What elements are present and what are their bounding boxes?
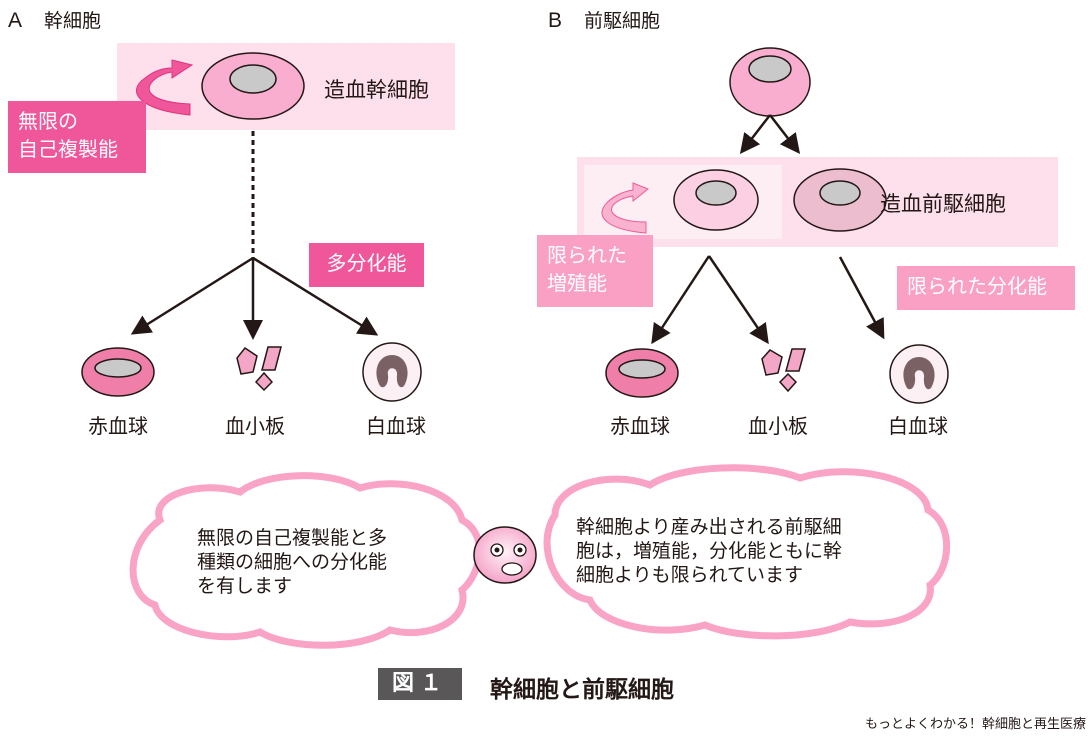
platelet-icon [236,346,282,392]
arrow-to-rbc-a [130,256,254,335]
self-renewal-arrow-icon [135,59,194,116]
rbc-label: 赤血球 [610,414,670,438]
left-bubble-text: 無限の自己複製能と多 種類の細胞への分化能 を有します [197,526,387,598]
panel-b-heading: B 前駆細胞 [548,6,660,33]
multipotency-tag: 多分化能 [309,243,424,287]
arrow-to-wbc-b [838,256,885,340]
proliferation-tag: 限られた 増殖能 [537,235,653,307]
arrow-to-platelet-b [707,255,769,345]
self-renewal-tag-line: 自己複製能 [18,137,118,161]
bubble-line: 種類の細胞への分化能 [197,551,388,573]
bubble-line: 幹細胞より産み出される前駆細 [576,516,842,538]
platelet-icon [761,348,806,393]
right-speech-cloud [543,464,951,640]
book-credit: もっとよくわかる！幹細胞と再生医療 [864,717,1086,732]
wbc-label: 白血球 [366,414,426,438]
arrow-to-progenitor-right [769,114,801,154]
right-bubble-text: 幹細胞より産み出される前駆細 胞は，増殖能，分化能ともに幹 細胞よりも限られてい… [576,515,842,587]
wbc-label: 白血球 [888,414,948,438]
panel-b-title: 前駆細胞 [584,10,661,32]
surprised-face-mascot-icon [473,526,537,584]
panel-a-heading: A 幹細胞 [8,6,101,33]
bubble-line: 細胞よりも限られています [576,564,804,586]
figure-caption-title: 幹細胞と前駆細胞 [490,677,674,703]
progenitor-label: 造血前駆細胞 [880,192,1006,216]
hematopoietic-stem-cell-icon [201,52,305,120]
bubble-line: を有します [197,575,293,597]
bubble-line: 胞は，増殖能，分化能ともに幹 [576,540,843,562]
left-speech-cloud [129,472,483,649]
red-blood-cell-icon [81,347,155,397]
stem-cell-label: 造血幹細胞 [324,78,429,102]
progenitor-cell-differentiating-icon [793,168,887,232]
rbc-label: 赤血球 [88,414,148,438]
panel-a-letter: A [8,9,23,32]
proliferation-tag-line: 限られた [547,243,627,267]
self-renewal-tag: 無限の 自己複製能 [8,101,146,173]
limited-differentiation-tag: 限られた分化能 [897,266,1075,310]
red-blood-cell-icon [605,348,679,398]
arrow-to-wbc-a [252,256,379,336]
panel-a-title: 幹細胞 [44,10,102,32]
limited-self-renewal-arrow-icon [601,182,649,234]
white-blood-cell-icon [889,344,949,404]
arrow-to-rbc-b [651,255,711,345]
white-blood-cell-icon [362,342,422,402]
platelet-label: 血小板 [225,414,285,438]
figure-number-badge: 図１ [378,668,462,700]
platelet-label: 血小板 [748,414,808,438]
precursor-stem-cell-icon [729,47,811,117]
proliferation-tag-line: 増殖能 [547,271,607,295]
panel-b-letter: B [548,9,563,32]
bubble-line: 無限の自己複製能と多 [197,527,388,549]
self-renewal-tag-line: 無限の [18,109,78,133]
progenitor-cell-proliferating-icon [673,169,759,231]
arrow-to-progenitor-left [739,114,771,154]
